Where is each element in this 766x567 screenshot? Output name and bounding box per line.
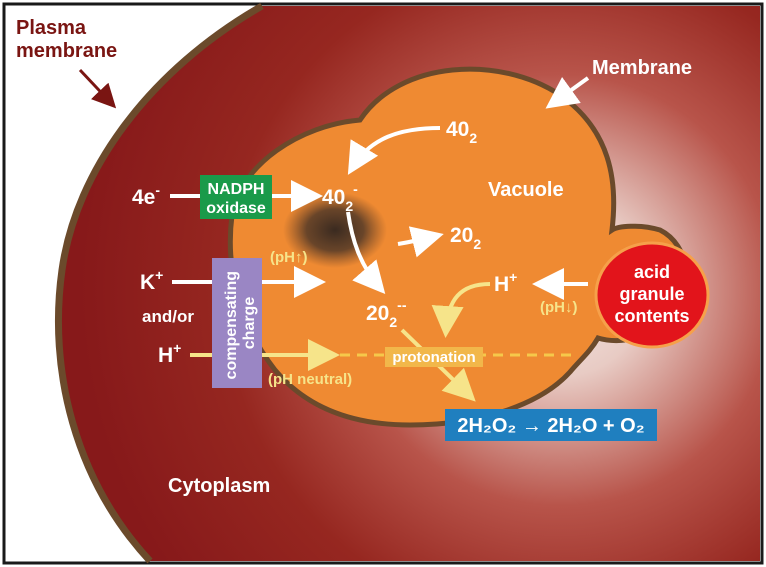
charge-word: charge [241, 297, 258, 350]
protonation-label: protonation [392, 349, 475, 366]
oxygen-arrow [347, 126, 441, 175]
plasma-membrane [54, 2, 264, 564]
membrane-label: Membrane [592, 57, 692, 79]
compensating-charge-label: compensating charge [223, 267, 258, 380]
electrons-label: 4e- [132, 182, 160, 209]
h-right-arrow [431, 282, 491, 338]
ph-up-label: (pH↑) [270, 249, 308, 266]
oxygen-in-label: 402 [446, 118, 477, 146]
and-or-label: and/or [142, 307, 194, 326]
nadph-oxidase-box [200, 175, 272, 219]
compensating-word: compensating [223, 271, 240, 379]
protonation-box [385, 347, 483, 367]
h-ion-left-label: H+ [158, 340, 181, 367]
membrane-word-label: membrane [16, 40, 117, 62]
vacuole-label: Vacuole [488, 179, 564, 201]
ph-neutral-label: (pH neutral) [268, 371, 352, 388]
acid-granule [594, 241, 710, 349]
dismutation-o2-arrow [397, 226, 444, 258]
plasma-membrane-arrow [78, 68, 117, 109]
cytoplasm-label: Cytoplasm [168, 475, 270, 497]
reaction-box [445, 409, 657, 441]
k-ion-label: K+ [140, 267, 163, 294]
membrane-arrow [545, 76, 590, 109]
granule-contents-label: contents [614, 306, 689, 326]
compensating-charge-box [212, 258, 262, 388]
dismutation-peroxide-arrow [346, 211, 386, 295]
ph-down-label: (pH↓) [540, 299, 578, 316]
granule-acid-label: acid [634, 262, 670, 282]
h-ion-right-label: H+ [494, 269, 517, 296]
granule-granule-label: granule [619, 284, 684, 304]
oxidase-label: oxidase [206, 200, 266, 217]
reaction-label: 2H₂O₂ → 2H₂O + O₂ [457, 415, 644, 437]
peroxide-label: 202-- [366, 297, 407, 330]
plasma-label: Plasma [16, 17, 87, 39]
superoxide-label: 402- [322, 181, 358, 214]
nadph-label: NADPH [208, 181, 265, 198]
oxygen-out-label: 202 [450, 224, 481, 252]
